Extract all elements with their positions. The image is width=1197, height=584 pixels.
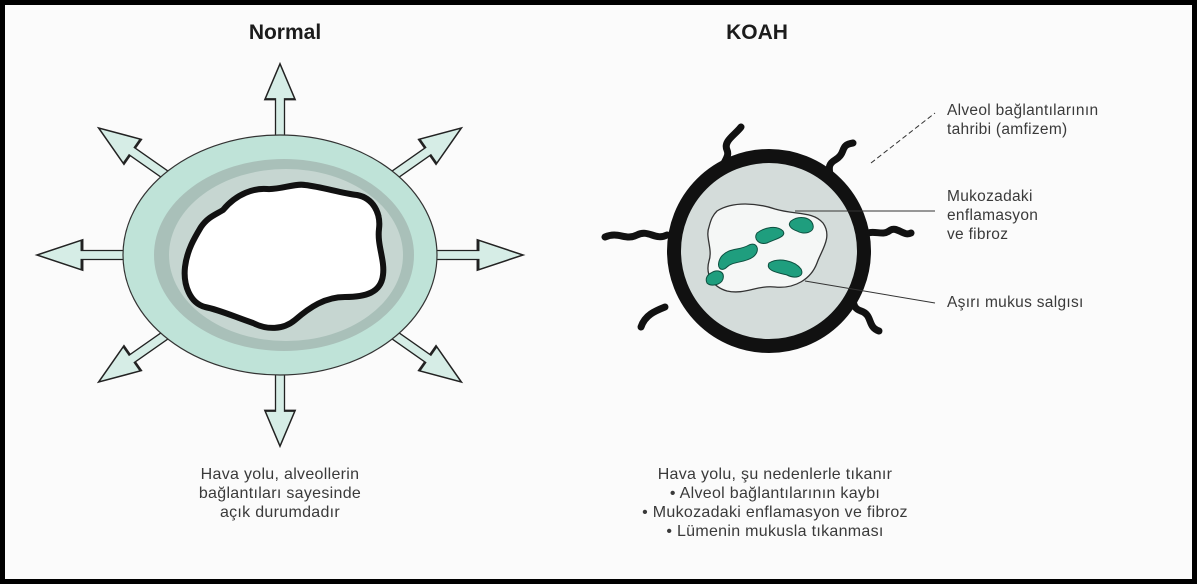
annotation-mukoza: Mukozadaki enflamasyon ve fibroz <box>947 187 1038 244</box>
normal-caption: Hava yolu, alveollerin bağlantıları saye… <box>145 465 415 522</box>
annotation-mukoza-line: ve fibroz <box>947 225 1038 244</box>
annotation-mukoza-line: Mukozadaki <box>947 187 1038 206</box>
koah-caption-bullet: • Mukozadaki enflamasyon ve fibroz <box>605 503 945 522</box>
koah-caption-bullet: • Alveol bağlantılarının kaybı <box>605 484 945 503</box>
annotation-alveol-line: tahribi (amfizem) <box>947 120 1098 139</box>
normal-airway <box>37 64 523 446</box>
annotation-mukus-line: Aşırı mukus salgısı <box>947 293 1084 312</box>
normal-title: Normal <box>185 21 385 45</box>
attachment-right <box>863 229 911 237</box>
annotation-alveol-line: Alveol bağlantılarının <box>947 101 1098 120</box>
annotation-mukus: Aşırı mukus salgısı <box>947 293 1084 312</box>
koah-caption: Hava yolu, şu nedenlerle tıkanır • Alveo… <box>605 465 945 541</box>
koah-caption-bullet: • Lümenin mukusla tıkanması <box>605 522 945 541</box>
attachment-lower-left <box>641 307 665 327</box>
annotation-mukoza-line: enflamasyon <box>947 206 1038 225</box>
normal-caption-line: açık durumdadır <box>145 503 415 522</box>
normal-caption-line: bağlantıları sayesinde <box>145 484 415 503</box>
koah-caption-line: Hava yolu, şu nedenlerle tıkanır <box>605 465 945 484</box>
koah-airway <box>605 113 935 349</box>
annotation-alveol: Alveol bağlantılarının tahribi (amfizem) <box>947 101 1098 139</box>
leader-alveol <box>871 113 935 163</box>
koah-title: KOAH <box>657 21 857 45</box>
normal-caption-line: Hava yolu, alveollerin <box>145 465 415 484</box>
attachment-left <box>605 233 667 237</box>
